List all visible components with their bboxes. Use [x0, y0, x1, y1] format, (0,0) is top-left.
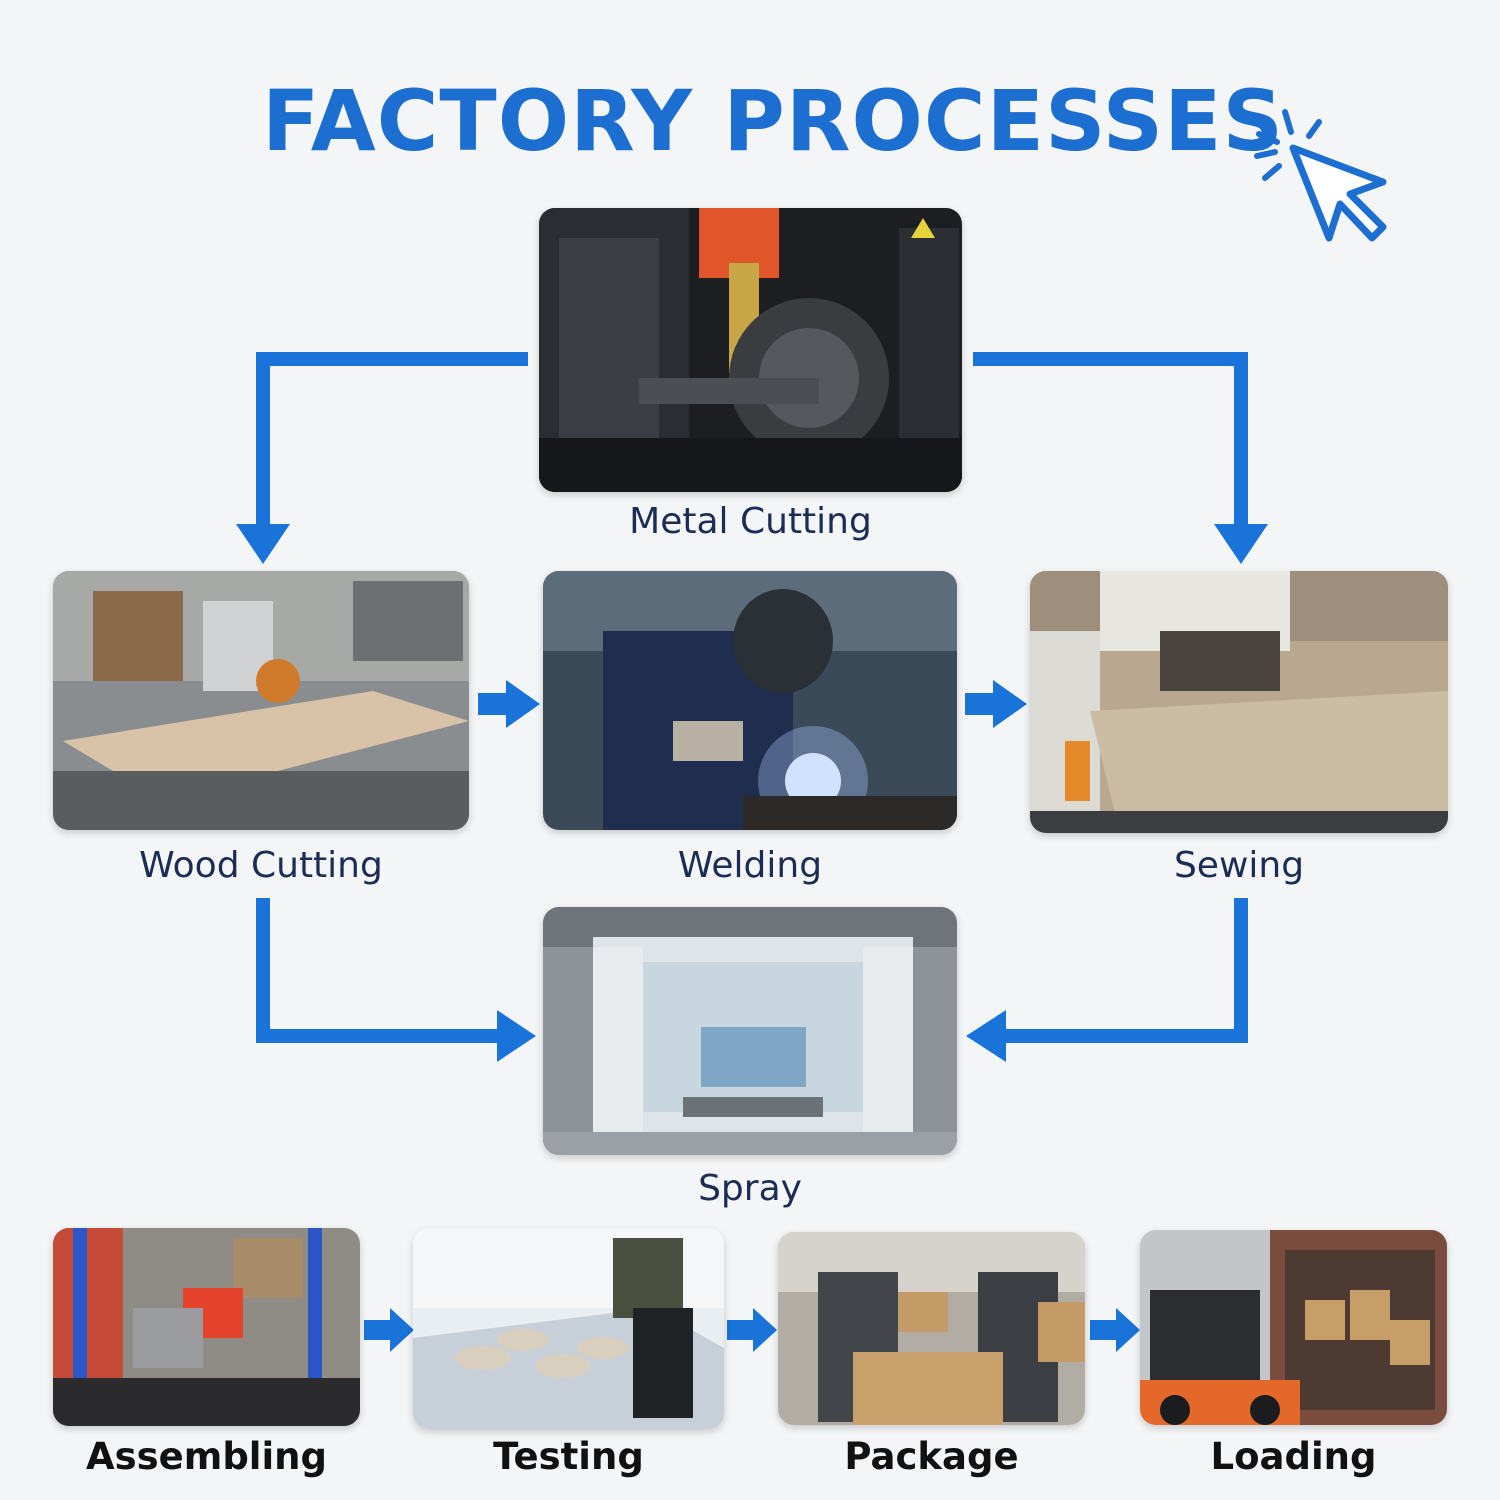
loading-photo — [1140, 1230, 1447, 1425]
testing-photo — [413, 1228, 724, 1429]
spray-label: Spray — [698, 1168, 802, 1209]
wood-cutting-photo — [53, 571, 469, 830]
arrow-icon — [727, 1308, 777, 1352]
arrow-icon — [966, 1010, 1006, 1062]
assembling-photo — [53, 1228, 360, 1426]
connector-sewing-to-spray — [1000, 898, 1248, 1043]
welding-label: Welding — [677, 845, 823, 886]
arrow-icon — [478, 680, 540, 728]
assembling-label: Assembling — [85, 1435, 327, 1478]
package-photo — [778, 1232, 1085, 1425]
arrow-icon — [236, 524, 290, 564]
cursor-click-icon — [1254, 109, 1387, 242]
sewing-photo — [1030, 571, 1448, 833]
testing-label: Testing — [493, 1435, 644, 1478]
arrow-icon — [1090, 1308, 1140, 1352]
connector-metal-to-wood — [256, 352, 528, 530]
arrow-icon — [497, 1010, 536, 1062]
connector-wood-to-spray — [256, 898, 505, 1043]
arrow-icon — [965, 680, 1027, 728]
metal-cutting-photo — [539, 208, 962, 492]
package-label: Package — [844, 1435, 1019, 1478]
metal-cutting-label: Metal Cutting — [629, 501, 872, 542]
page-title: FACTORY PROCESSES — [262, 72, 1285, 170]
welding-photo — [543, 571, 957, 830]
sewing-label: Sewing — [1173, 845, 1305, 886]
wood-cutting-label: Wood Cutting — [139, 845, 383, 886]
loading-label: Loading — [1210, 1435, 1377, 1478]
spray-photo — [543, 907, 957, 1155]
arrow-icon — [364, 1308, 414, 1352]
connector-metal-to-sewing — [973, 352, 1248, 530]
arrow-icon — [1214, 524, 1268, 564]
